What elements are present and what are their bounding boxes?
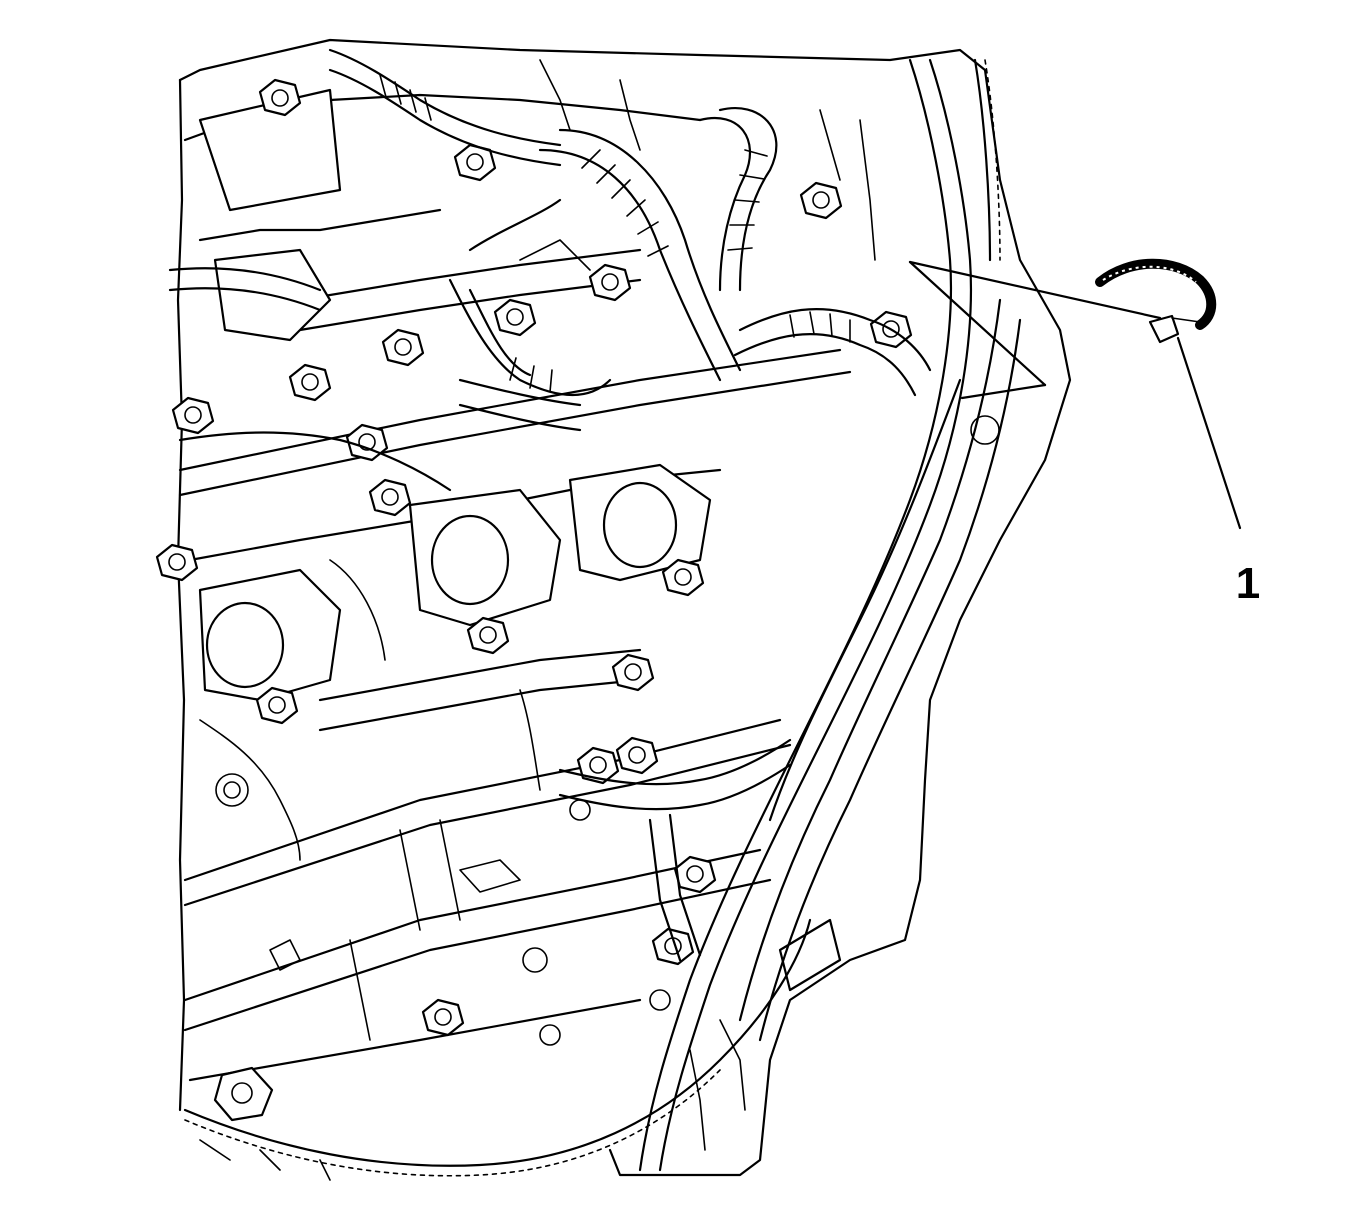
wiring-harness (168, 48, 932, 962)
callout-number-1: 1 (1236, 559, 1260, 608)
ignition-coils (198, 88, 712, 702)
detail-lines (199, 59, 876, 1181)
bolts (155, 78, 1000, 1122)
fluid-lines (183, 58, 1022, 1177)
hose-clamp-part (1095, 258, 1217, 344)
callout-leaders (908, 260, 1242, 530)
